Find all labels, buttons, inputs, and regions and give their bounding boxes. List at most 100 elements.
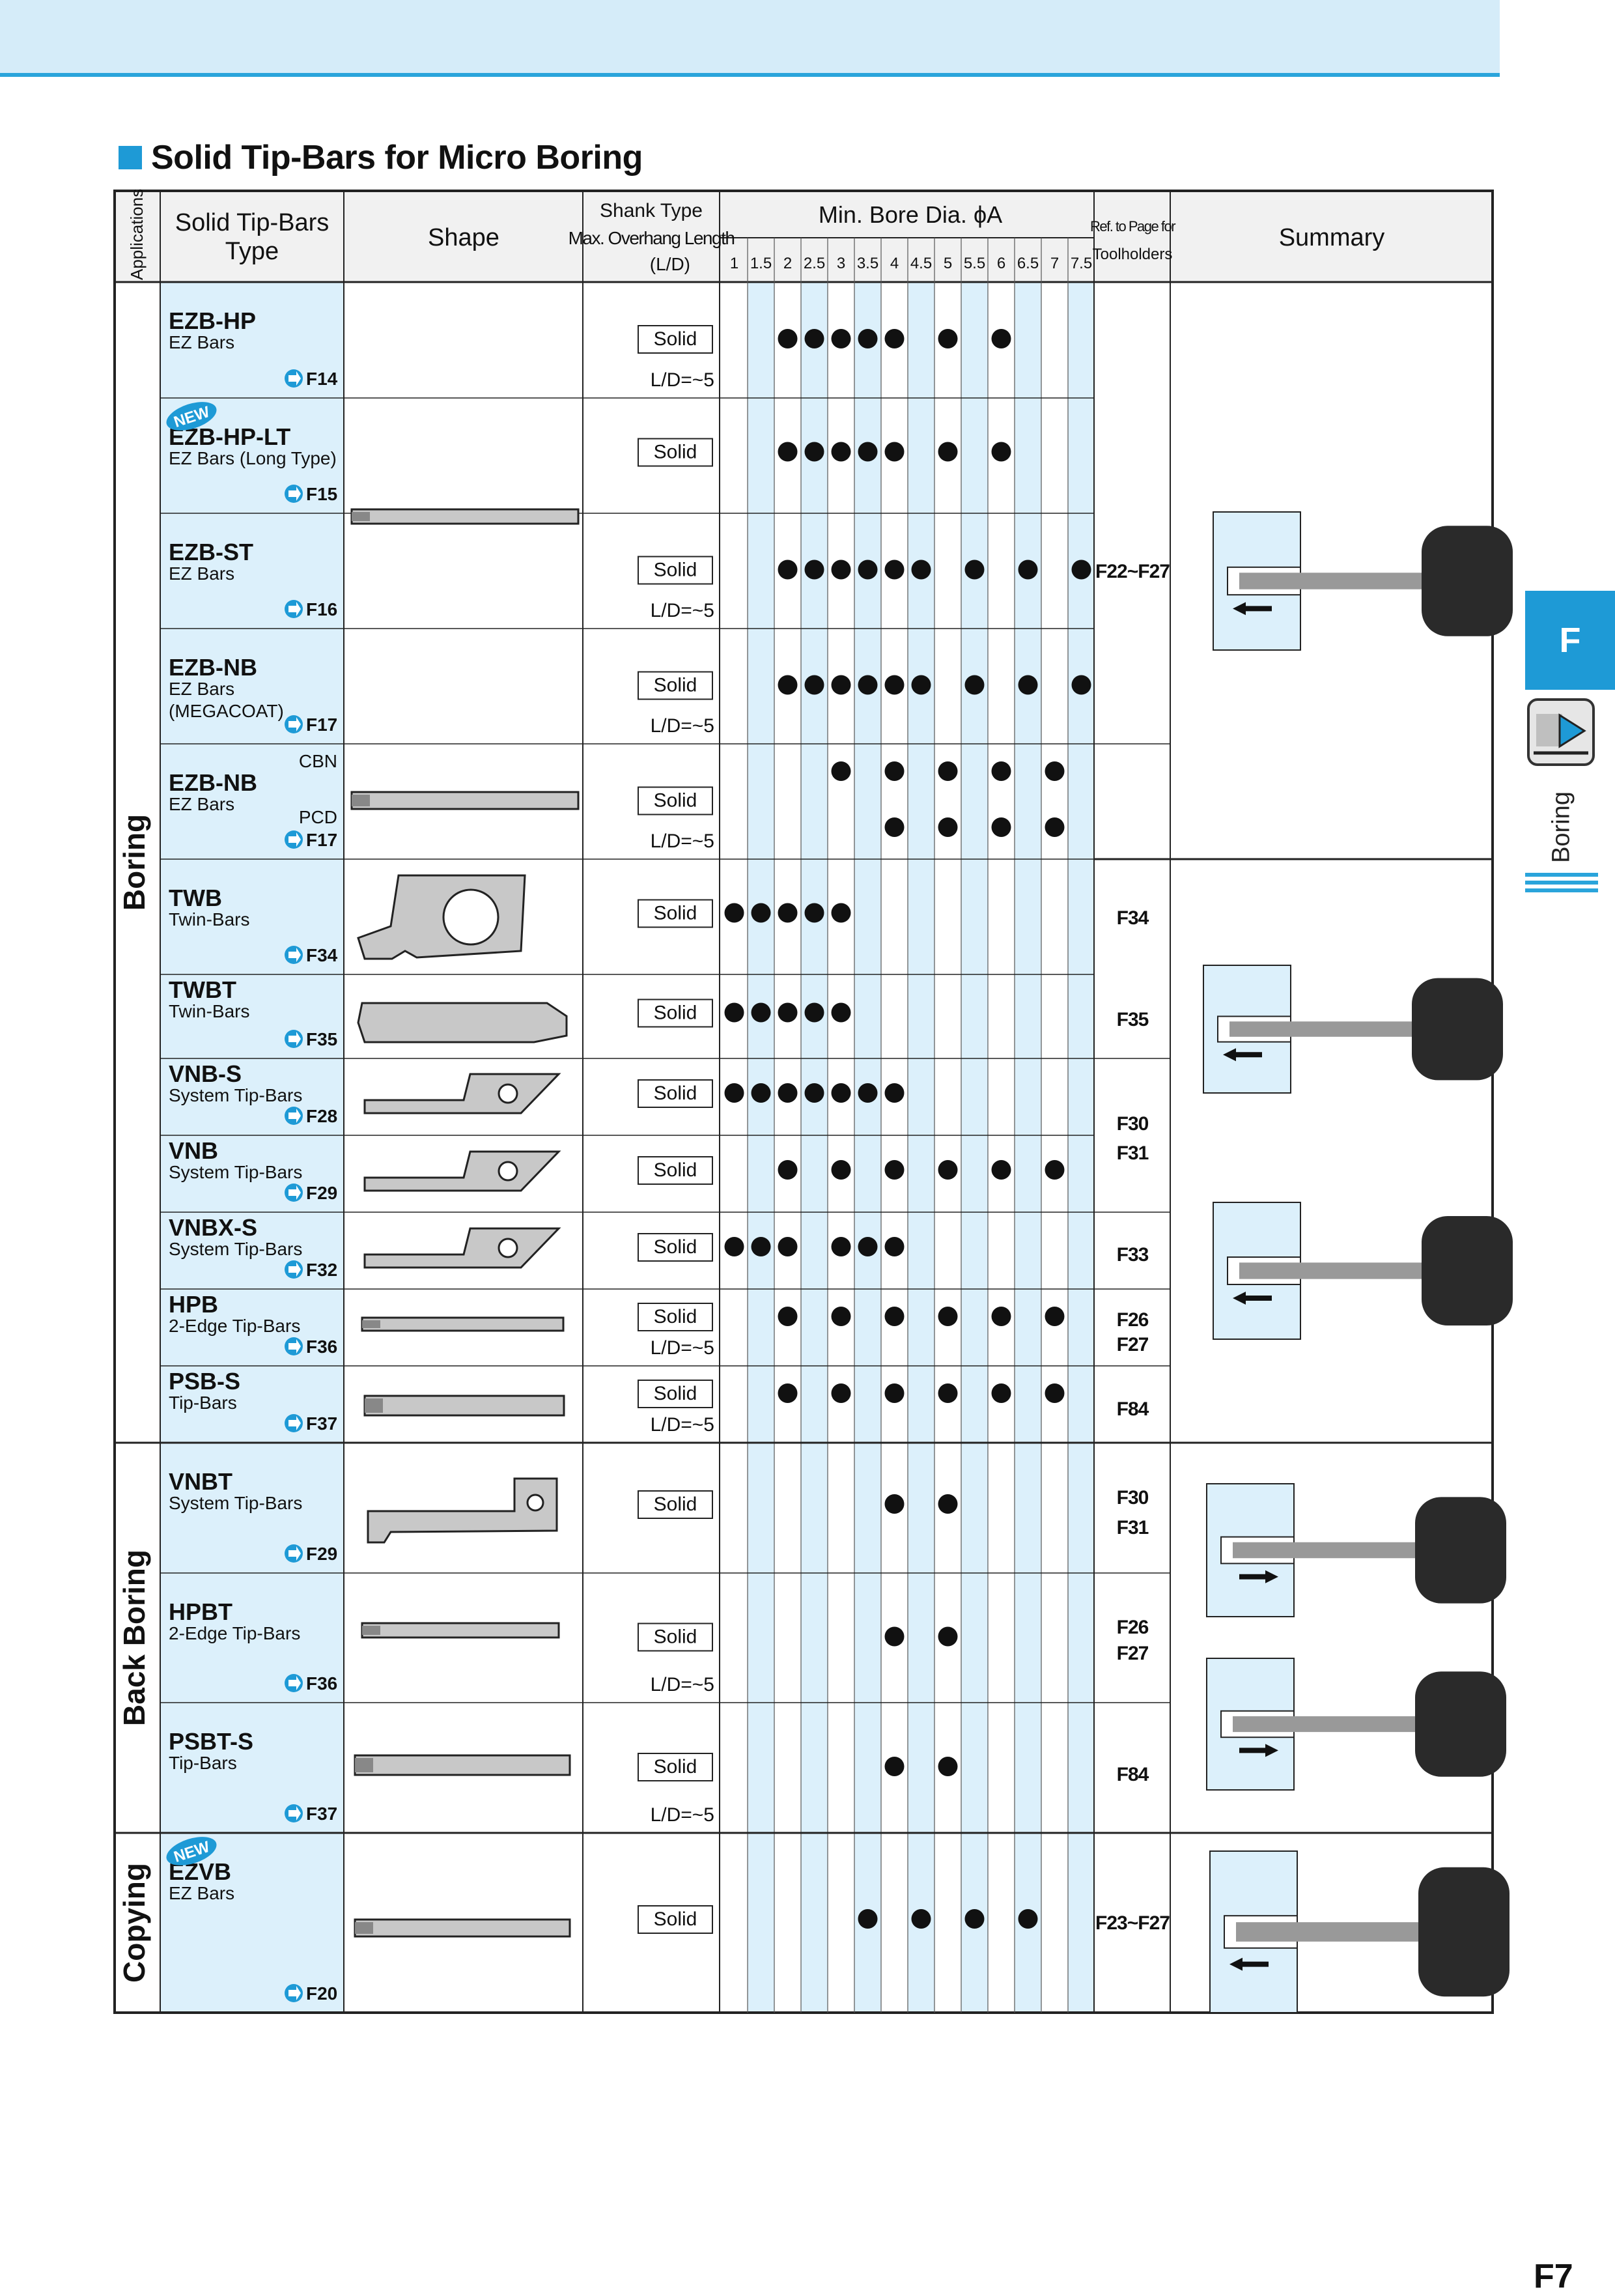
page-ref-label: F35 bbox=[306, 1029, 337, 1049]
availability-dot bbox=[831, 761, 851, 781]
shank-type-box bbox=[638, 1753, 713, 1781]
shank-type-label: Solid bbox=[654, 790, 697, 812]
page-ref-arrow-icon bbox=[288, 1416, 301, 1430]
availability-dot bbox=[1045, 1307, 1065, 1326]
tool-type-name: PSBT-S bbox=[169, 1728, 253, 1755]
shank-type-box bbox=[638, 899, 713, 928]
overhang-label: L/D=~5 bbox=[651, 715, 714, 737]
feed-arrow-icon bbox=[1239, 1570, 1278, 1583]
twb-shape-drawing bbox=[357, 874, 526, 960]
diameter-column-fill bbox=[1068, 282, 1095, 2013]
side-decoration-lines bbox=[1525, 873, 1598, 896]
twb-hole bbox=[442, 888, 499, 946]
shank-type-label: Solid bbox=[654, 328, 697, 350]
page-ref-arrow-icon bbox=[288, 1109, 301, 1123]
application-label: Copying bbox=[117, 1863, 151, 1983]
toolholder-ref-label: F27 bbox=[1117, 1643, 1149, 1664]
availability-dot bbox=[831, 1237, 851, 1256]
tool-shape-drawing bbox=[350, 791, 580, 810]
tool-shape-drawing bbox=[350, 508, 580, 525]
tool-type-subtitle: EZ Bars bbox=[169, 1883, 234, 1903]
availability-dot bbox=[1045, 761, 1065, 781]
feed-arrow-icon bbox=[1233, 1292, 1272, 1305]
summary-backboring-illustration-bar bbox=[1233, 1542, 1428, 1559]
availability-dot bbox=[938, 817, 958, 837]
tool-type-subtitle: Twin-Bars bbox=[169, 1001, 249, 1021]
summary-boring-illustration-bar bbox=[1239, 573, 1435, 589]
availability-dot bbox=[884, 1494, 905, 1514]
summary-vnb-illustration-holder bbox=[1422, 1216, 1513, 1325]
shank-header: Shank Type bbox=[600, 200, 703, 221]
toolholder-ref-label: F31 bbox=[1117, 1142, 1149, 1164]
availability-dot bbox=[831, 560, 851, 580]
tool-type-name: VNB-S bbox=[169, 1060, 242, 1087]
overhang-label: L/D=~5 bbox=[651, 600, 714, 621]
availability-dot bbox=[991, 329, 1011, 348]
tool-type-name: HPB bbox=[169, 1291, 218, 1318]
diameter-label: 4 bbox=[890, 255, 899, 272]
tool-type-subtitle: (MEGACOAT) bbox=[169, 701, 284, 721]
shank-type-label: Solid bbox=[654, 903, 697, 924]
tool-type-subtitle: System Tip-Bars bbox=[169, 1493, 302, 1513]
availability-dot bbox=[991, 1383, 1011, 1403]
vnb-screw-hole bbox=[498, 1238, 518, 1258]
shank-type-box bbox=[638, 1380, 713, 1408]
page-ref-arrow-icon bbox=[288, 1546, 301, 1561]
section-title: Solid Tip-Bars for Micro Boring bbox=[119, 138, 643, 177]
page-ref-label: F34 bbox=[306, 945, 338, 965]
vnb-shape-drawing bbox=[363, 1150, 561, 1192]
tool-shape-drawing bbox=[363, 1395, 565, 1417]
boring-section-icon bbox=[1527, 698, 1595, 766]
vnbt-screw-hole bbox=[526, 1494, 544, 1512]
tool-type-subtitle: EZ Bars bbox=[169, 563, 234, 584]
diameter-label: 1 bbox=[730, 255, 738, 272]
page-ref-label: F15 bbox=[306, 484, 337, 504]
availability-dot bbox=[724, 1002, 744, 1023]
feed-arrow-icon bbox=[1229, 1957, 1269, 1971]
type-header: Solid Tip-Bars bbox=[175, 209, 330, 236]
availability-dot bbox=[884, 1626, 905, 1647]
tool-tip bbox=[362, 1626, 380, 1635]
overhang-label: L/D=~5 bbox=[651, 1337, 714, 1359]
diameter-column-fill bbox=[961, 282, 988, 2013]
diameter-label: 6 bbox=[997, 255, 1005, 272]
availability-dot bbox=[938, 1626, 958, 1647]
diameter-label: 4.5 bbox=[910, 255, 932, 272]
shank-type-box bbox=[638, 786, 713, 815]
tool-shape-drawing bbox=[354, 1918, 571, 1938]
availability-dot bbox=[778, 1383, 798, 1403]
availability-dot bbox=[778, 1002, 798, 1023]
ref-header: Ref. to Page for bbox=[1090, 218, 1175, 234]
availability-dot bbox=[751, 1237, 771, 1256]
shank-type-label: Solid bbox=[654, 442, 697, 463]
availability-dot bbox=[858, 329, 878, 348]
vnbt-shape-drawing bbox=[367, 1477, 558, 1544]
tool-tip bbox=[352, 795, 370, 806]
grade-label: PCD bbox=[299, 807, 337, 827]
summary-copying-illustration-holder bbox=[1418, 1867, 1510, 1997]
section-tab-f[interactable]: F bbox=[1525, 591, 1615, 690]
availability-dot bbox=[831, 1083, 851, 1103]
availability-dot bbox=[831, 442, 851, 462]
availability-dot bbox=[884, 329, 905, 348]
availability-dot bbox=[991, 761, 1011, 781]
tool-tip bbox=[355, 1922, 373, 1934]
tool-type-subtitle: System Tip-Bars bbox=[169, 1085, 302, 1105]
shank-type-label: Solid bbox=[654, 1494, 697, 1515]
top-header-band bbox=[0, 0, 1500, 77]
availability-dot bbox=[911, 675, 931, 695]
availability-dot bbox=[991, 817, 1011, 837]
page-ref-arrow-icon bbox=[288, 371, 301, 386]
diameter-label: 2 bbox=[783, 255, 792, 272]
availability-dot bbox=[991, 1160, 1011, 1180]
tool-type-subtitle: EZ Bars bbox=[169, 679, 234, 699]
availability-dot bbox=[858, 442, 878, 462]
availability-dot bbox=[884, 761, 905, 781]
toolholder-ref-label: F31 bbox=[1117, 1517, 1149, 1538]
vnb-shape-drawing bbox=[363, 1227, 561, 1269]
tool-type-name: VNB bbox=[169, 1137, 218, 1164]
toolholder-ref-label: F27 bbox=[1117, 1334, 1149, 1355]
page-ref-arrow-icon bbox=[288, 602, 301, 616]
availability-dot bbox=[751, 1083, 771, 1103]
tool-type-subtitle: EZ Bars bbox=[169, 794, 234, 814]
